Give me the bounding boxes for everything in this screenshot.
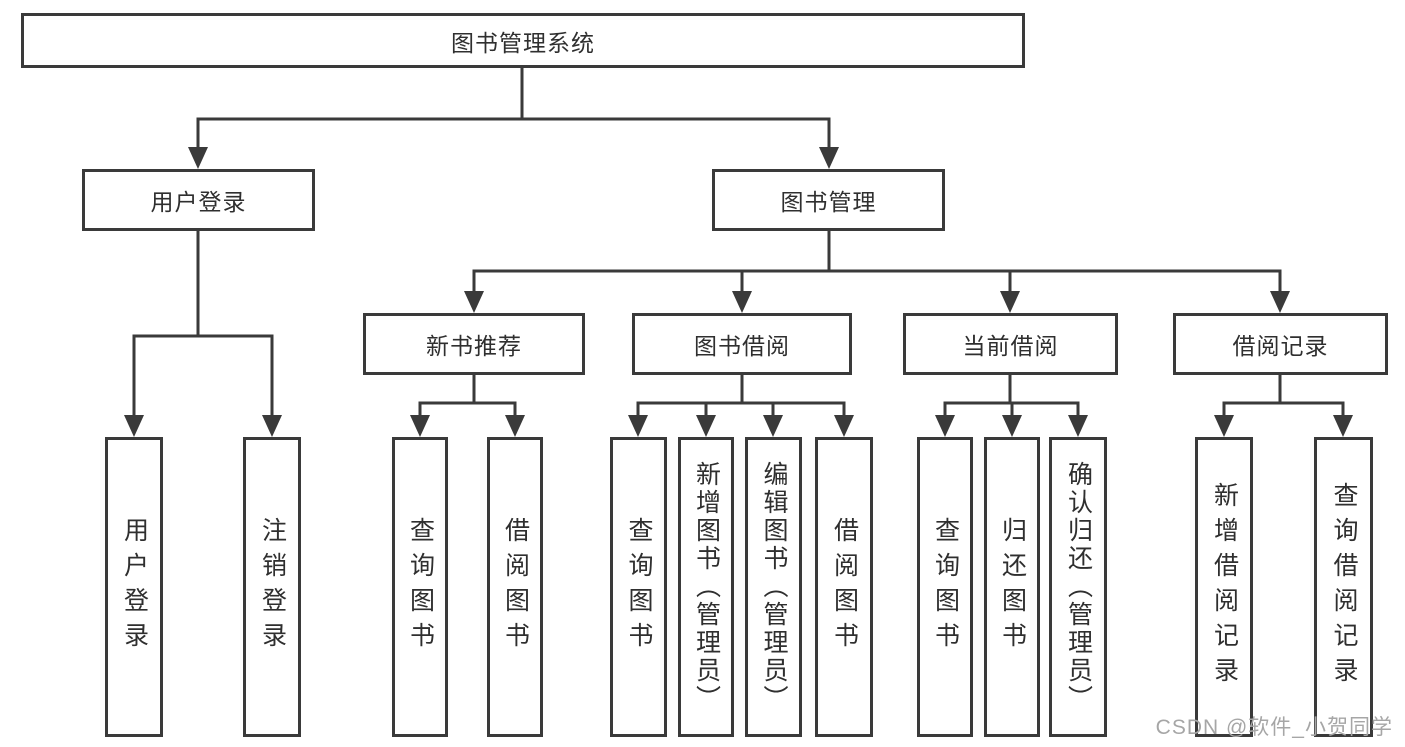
node-query-books-borrow: 查询图书: [610, 437, 667, 737]
connector-root-to-level2: [188, 68, 839, 169]
leaf-label: 查询图书: [931, 517, 960, 657]
node-borrow-records: 借阅记录: [1173, 313, 1388, 375]
node-query-books-current: 查询图书: [917, 437, 973, 737]
leaf-label: 编辑图书（管理员）: [760, 461, 788, 713]
node-book-borrow: 图书借阅: [632, 313, 852, 375]
node-query-borrow-record: 查询借阅记录: [1314, 437, 1373, 737]
node-label: 借阅记录: [1232, 333, 1329, 359]
leaf-label: 查询借阅记录: [1330, 482, 1358, 692]
node-user-login-group: 用户登录: [82, 169, 315, 231]
connector-borrow-records-to-leaves: [1214, 375, 1353, 437]
node-edit-book-admin: 编辑图书（管理员）: [745, 437, 802, 737]
node-borrow-books-action: 借阅图书: [815, 437, 873, 737]
node-label: 当前借阅: [962, 333, 1059, 359]
leaf-label: 借阅图书: [501, 517, 530, 657]
leaf-label: 确认归还（管理员）: [1064, 461, 1093, 713]
node-label: 用户登录: [150, 189, 247, 215]
csdn-watermark: CSDN @软件_小贺同学: [1155, 716, 1393, 739]
leaf-label: 用户登录: [120, 517, 149, 657]
leaf-label: 查询图书: [406, 517, 435, 657]
node-label: 图书管理系统: [451, 29, 595, 56]
leaf-label: 新增借阅记录: [1210, 482, 1239, 692]
node-borrow-books-newrec: 借阅图书: [487, 437, 543, 737]
connector-new-book-to-leaves: [410, 375, 525, 437]
connector-book-borrow-to-leaves: [628, 375, 854, 437]
node-query-books-newrec: 查询图书: [392, 437, 448, 737]
connector-current-borrow-to-leaves: [935, 375, 1088, 437]
node-confirm-return-admin: 确认归还（管理员）: [1049, 437, 1107, 737]
node-logout-action: 注销登录: [243, 437, 301, 737]
leaf-label: 查询图书: [625, 517, 653, 657]
node-user-login-action: 用户登录: [105, 437, 163, 737]
node-label: 图书借阅: [694, 333, 790, 359]
node-label: 新书推荐: [426, 333, 522, 359]
node-add-borrow-record: 新增借阅记录: [1195, 437, 1253, 737]
node-current-borrow: 当前借阅: [903, 313, 1118, 375]
leaf-label: 注销登录: [258, 517, 287, 657]
node-new-book-recommend: 新书推荐: [363, 313, 585, 375]
leaf-label: 归还图书: [998, 517, 1027, 657]
node-label: 图书管理: [780, 189, 877, 215]
connector-user-login-to-leaves: [124, 231, 282, 437]
node-root-system: 图书管理系统: [21, 13, 1025, 68]
connector-book-management-to-level3: [464, 231, 1290, 313]
node-return-book: 归还图书: [984, 437, 1040, 737]
node-add-book-admin: 新增图书（管理员）: [678, 437, 734, 737]
leaf-label: 新增图书（管理员）: [692, 461, 721, 713]
node-book-management: 图书管理: [712, 169, 945, 231]
leaf-label: 借阅图书: [830, 517, 859, 657]
